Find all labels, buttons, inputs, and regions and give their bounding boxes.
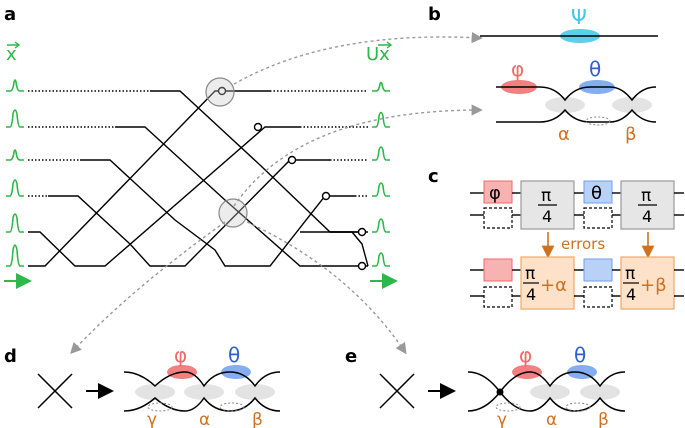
- crossing-icon-e: [379, 373, 415, 409]
- ideal-circuit: [470, 180, 684, 230]
- empty-box-error-1: [483, 286, 513, 308]
- gamma-label-e: γ: [497, 410, 507, 428]
- pi-label-1: π: [541, 186, 551, 206]
- four-label-2: 4: [642, 207, 652, 226]
- alpha-label-d: α: [199, 410, 210, 428]
- output-vector-arrow-icon: [378, 41, 393, 49]
- phi-label-e: φ: [519, 343, 532, 367]
- input-label: x: [6, 44, 17, 65]
- input-waveguides: [28, 90, 150, 197]
- output-waveguides: [270, 90, 368, 197]
- output-pulse-2: [372, 111, 390, 128]
- alpha-label-e: α: [546, 410, 557, 428]
- input-pulse-4: [6, 179, 24, 197]
- output-pulse-4: [372, 182, 390, 197]
- four-label-1: 4: [542, 207, 552, 226]
- panel-label-e: e: [345, 346, 357, 367]
- crossing-decomposition-d: [123, 365, 281, 412]
- theta-label-c: θ: [591, 183, 602, 204]
- phase-shifter: [321, 191, 331, 201]
- theta-label-d: θ: [228, 343, 240, 367]
- mzi-highlight-circle: [205, 77, 235, 107]
- output-vector-label: Ux: [366, 41, 393, 65]
- beta-label-d: β: [252, 410, 263, 428]
- gamma-dashed-loop: [585, 116, 611, 126]
- waveguide-mesh: [28, 90, 369, 267]
- output-label: Ux: [366, 44, 390, 65]
- plus-beta-label: +β: [640, 275, 667, 296]
- pi-label-4: π: [625, 264, 635, 284]
- phi-label-b: φ: [511, 57, 524, 81]
- four-label-4: 4: [626, 285, 636, 304]
- phi-box-error: [483, 258, 513, 282]
- theta-box-ideal: [583, 180, 613, 204]
- coupler-alpha-shading-d: [184, 384, 224, 400]
- output-pulse-1: [372, 81, 390, 92]
- coupler-alpha-shading: [545, 97, 585, 113]
- panel-label-c: c: [428, 166, 439, 187]
- beta-label-e: β: [598, 410, 609, 428]
- connector-to-b-top: [233, 31, 483, 85]
- panel-label-b: b: [428, 4, 441, 25]
- output-pulse-5: [372, 218, 390, 233]
- coupler-beta-shading-d: [235, 384, 275, 400]
- errors-label: errors: [561, 235, 605, 253]
- crossing-decomposition-e: [467, 365, 626, 412]
- mzi-top-arm: [496, 86, 657, 102]
- phi-label-c: φ: [489, 183, 501, 204]
- psi-label: Ψ: [571, 5, 587, 29]
- four-label-3: 4: [526, 285, 536, 304]
- input-pulse-1: [6, 79, 24, 92]
- pi-label-3: π: [525, 264, 535, 284]
- alpha-label-b: α: [558, 124, 570, 145]
- empty-box-error-2: [583, 286, 613, 308]
- phi-box-ideal: [483, 180, 513, 204]
- input-pulses: [6, 79, 24, 267]
- gamma-label-d: γ: [147, 410, 157, 428]
- input-pulse-6: [6, 244, 24, 267]
- empty-box-ideal-1: [483, 207, 513, 229]
- coupler-gamma-shading-d: [135, 384, 175, 400]
- mzi-diagram: [496, 80, 657, 126]
- phase-shifter: [217, 86, 227, 96]
- connector-to-d: [70, 221, 226, 355]
- input-pulse-2: [6, 109, 24, 128]
- input-vector-label: x: [6, 41, 21, 65]
- coupler-beta-shading-e: [580, 384, 620, 400]
- beta-label-b: β: [625, 124, 637, 145]
- crossing-highlight-circle: [218, 198, 248, 228]
- input-pulse-3: [6, 149, 24, 161]
- connector-arrows: [70, 31, 483, 355]
- panel-label-a: a: [4, 4, 16, 25]
- output-pulses: [372, 81, 390, 267]
- coupler-alpha-shading-e: [530, 384, 570, 400]
- connector-to-b-mzi: [233, 104, 483, 207]
- coupler-beta-shading: [612, 97, 652, 113]
- phase-shifter: [357, 261, 367, 271]
- connector-to-e: [246, 221, 407, 355]
- mzi-bottom-arm: [496, 108, 657, 123]
- phi-label-d: φ: [174, 343, 187, 367]
- crossing-icon-d: [37, 373, 73, 409]
- output-pulse-6: [372, 252, 390, 267]
- input-pulse-5: [6, 213, 24, 233]
- pi-label-2: π: [641, 186, 651, 206]
- crossing-junction-dot: [496, 388, 504, 396]
- plus-alpha-label: +α: [540, 275, 567, 296]
- input-vector-arrow-icon: [7, 41, 21, 49]
- theta-box-error: [583, 258, 613, 282]
- phase-shifter: [287, 155, 297, 165]
- phase-shifter: [253, 122, 263, 132]
- theta-label-e: θ: [574, 343, 586, 367]
- output-pulse-3: [372, 146, 390, 161]
- panel-label-d: d: [4, 346, 17, 367]
- theta-label-b: θ: [589, 57, 601, 81]
- empty-box-ideal-2: [583, 207, 613, 229]
- phase-shifters: [217, 86, 367, 271]
- phase-shifter: [357, 227, 367, 237]
